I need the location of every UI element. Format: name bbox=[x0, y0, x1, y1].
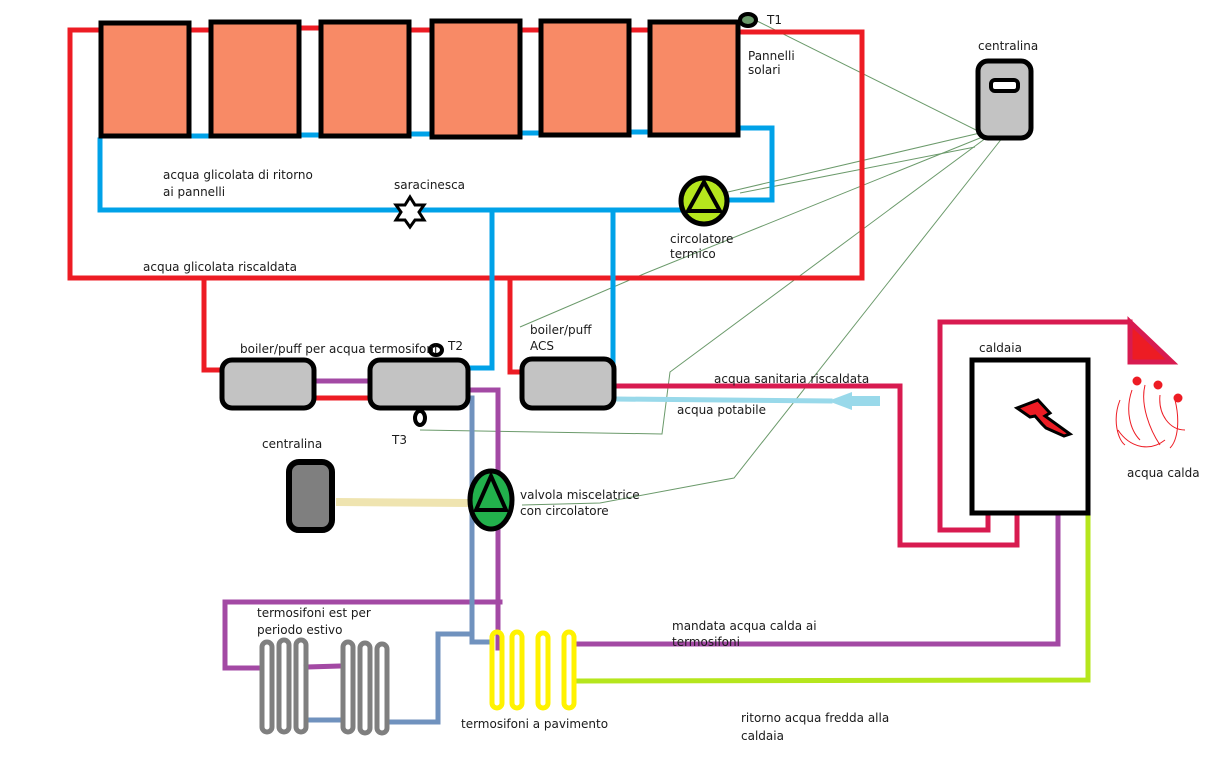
heating-return-label-1: ritorno acqua fredda alla bbox=[741, 711, 889, 725]
tank-icon bbox=[367, 357, 471, 411]
gas-boiler bbox=[969, 357, 1091, 516]
potable-water-label: acqua potabile bbox=[677, 403, 766, 417]
main-controller bbox=[975, 58, 1034, 141]
pipe-to-acs-boiler bbox=[507, 275, 527, 375]
radiator-element bbox=[276, 637, 292, 735]
pipe-to-heating-boiler bbox=[201, 275, 225, 373]
floor-heating-element bbox=[489, 629, 505, 711]
pipe-return-from-heating-boiler bbox=[467, 207, 495, 371]
sanitary-hot-label: acqua sanitaria riscaldata bbox=[714, 372, 869, 386]
radiator-element bbox=[259, 639, 275, 735]
summer-radiators-label-1: termosifoni est per bbox=[257, 606, 371, 620]
pipe-radiator-return-summer bbox=[385, 631, 475, 725]
pipe-sanitary-hot-out bbox=[937, 319, 1133, 533]
acs-boiler-label-1: boiler/puff bbox=[530, 323, 592, 337]
mixing-valve-label-1: valvola miscelatrice bbox=[520, 488, 640, 502]
solar-panel bbox=[647, 19, 741, 138]
sensor-t2-label: T2 bbox=[447, 339, 463, 353]
pipe-potable-water bbox=[612, 396, 833, 404]
main-controller-label: centralina bbox=[978, 39, 1038, 53]
sensor-t1-label: T1 bbox=[766, 13, 782, 27]
pipe-summer-link bbox=[303, 663, 345, 670]
radiator-element bbox=[340, 639, 356, 735]
solar-panels bbox=[98, 12, 758, 140]
arrow-left-icon bbox=[828, 392, 880, 410]
pipe-return-glycol-main bbox=[97, 137, 683, 213]
solar-panel bbox=[208, 19, 302, 139]
floor-heating-element bbox=[535, 630, 551, 711]
pipe-radiator-return bbox=[469, 395, 493, 645]
faucet-icon bbox=[1127, 316, 1179, 365]
wire-mixing-valve bbox=[521, 136, 1004, 506]
hot-water-splash-icon bbox=[1115, 376, 1186, 449]
controller-display-icon bbox=[989, 78, 1020, 93]
return-glycol-label-2: ai pannelli bbox=[163, 185, 225, 199]
return-glycol-label-1: acqua glicolata di ritorno bbox=[163, 168, 313, 182]
wire-solar-circulator bbox=[727, 132, 981, 193]
gas-boiler-label: caldaia bbox=[979, 341, 1022, 355]
gate-valve-label: saracinesca bbox=[394, 178, 465, 192]
heated-glycol-label: acqua glicolata riscaldata bbox=[143, 260, 297, 274]
controller-icon bbox=[975, 58, 1034, 141]
heating-supply-label-2: termosifoni bbox=[672, 635, 740, 649]
wire-t3 bbox=[419, 134, 991, 435]
controller-icon bbox=[286, 459, 335, 533]
secondary-controller-label: centralina bbox=[262, 437, 322, 451]
radiator-element bbox=[357, 640, 373, 736]
floor-heating-label: termosifoni a pavimento bbox=[461, 717, 608, 731]
pump-triangle-icon bbox=[684, 177, 724, 213]
pipe-mixing-supply bbox=[465, 387, 501, 651]
sanitary-pipes bbox=[612, 316, 1179, 548]
wire-t2 bbox=[519, 135, 986, 328]
pipe-sanitary-hot-in bbox=[612, 383, 1020, 548]
solar-circulator-label-1: circolatore bbox=[670, 232, 733, 246]
tap-label: acqua calda bbox=[1127, 466, 1200, 480]
wire-t1 bbox=[754, 19, 981, 133]
lightning-icon bbox=[1013, 398, 1074, 438]
pipe-heating-supply bbox=[575, 512, 1061, 647]
solar-panel bbox=[98, 20, 192, 139]
tank-icon bbox=[219, 357, 317, 411]
pump-triangle-icon bbox=[472, 471, 510, 512]
pipe-heating-return bbox=[575, 512, 1091, 684]
mixing-valve-label-2: con circolatore bbox=[520, 504, 609, 518]
solar-panels-label-1: Pannelli bbox=[748, 49, 795, 63]
heating-pipes bbox=[222, 378, 1091, 725]
mixing-control-link bbox=[335, 498, 471, 507]
gas-boiler-body bbox=[969, 357, 1091, 516]
solar-panel bbox=[538, 18, 632, 138]
wire-extra bbox=[739, 146, 976, 194]
acs-boiler-label-2: ACS bbox=[530, 339, 554, 353]
floor-heating bbox=[489, 629, 577, 711]
radiator-element bbox=[374, 641, 390, 736]
radiator-element bbox=[293, 637, 309, 735]
heating-supply-label-1: mandata acqua calda ai bbox=[672, 619, 817, 633]
solar-panel bbox=[318, 19, 412, 139]
sensor-t3-icon bbox=[413, 409, 427, 427]
floor-heating-element bbox=[509, 629, 525, 711]
solar-panel bbox=[429, 18, 523, 140]
pipe-return-to-panels bbox=[727, 125, 775, 203]
acs-boiler-tank bbox=[519, 356, 617, 411]
summer-radiators-label-2: periodo estivo bbox=[257, 623, 343, 637]
pipe-summer-supply bbox=[222, 599, 503, 671]
return-glycol-pipes bbox=[97, 125, 775, 371]
floor-heating-element bbox=[561, 629, 577, 711]
solar-circulator bbox=[678, 175, 730, 227]
heating-boiler-label: boiler/puff per acqua termosifoni bbox=[240, 342, 437, 356]
mixing-valve bbox=[467, 468, 515, 532]
summer-radiators bbox=[259, 637, 390, 736]
heated-glycol-pipes bbox=[67, 25, 865, 401]
heating-boiler-tanks bbox=[219, 343, 471, 427]
sensor-t3-label: T3 bbox=[391, 433, 407, 447]
solar-circulator-label-2: termico bbox=[670, 247, 716, 261]
pipe-heated-glycol-main bbox=[67, 27, 865, 281]
sensor-t1-icon bbox=[738, 12, 758, 28]
star-valve-icon bbox=[393, 194, 427, 230]
heating-return-label-2: caldaia bbox=[741, 729, 784, 743]
sensor-t2-icon bbox=[428, 343, 444, 357]
solar-panels-label-2: solari bbox=[748, 63, 781, 77]
